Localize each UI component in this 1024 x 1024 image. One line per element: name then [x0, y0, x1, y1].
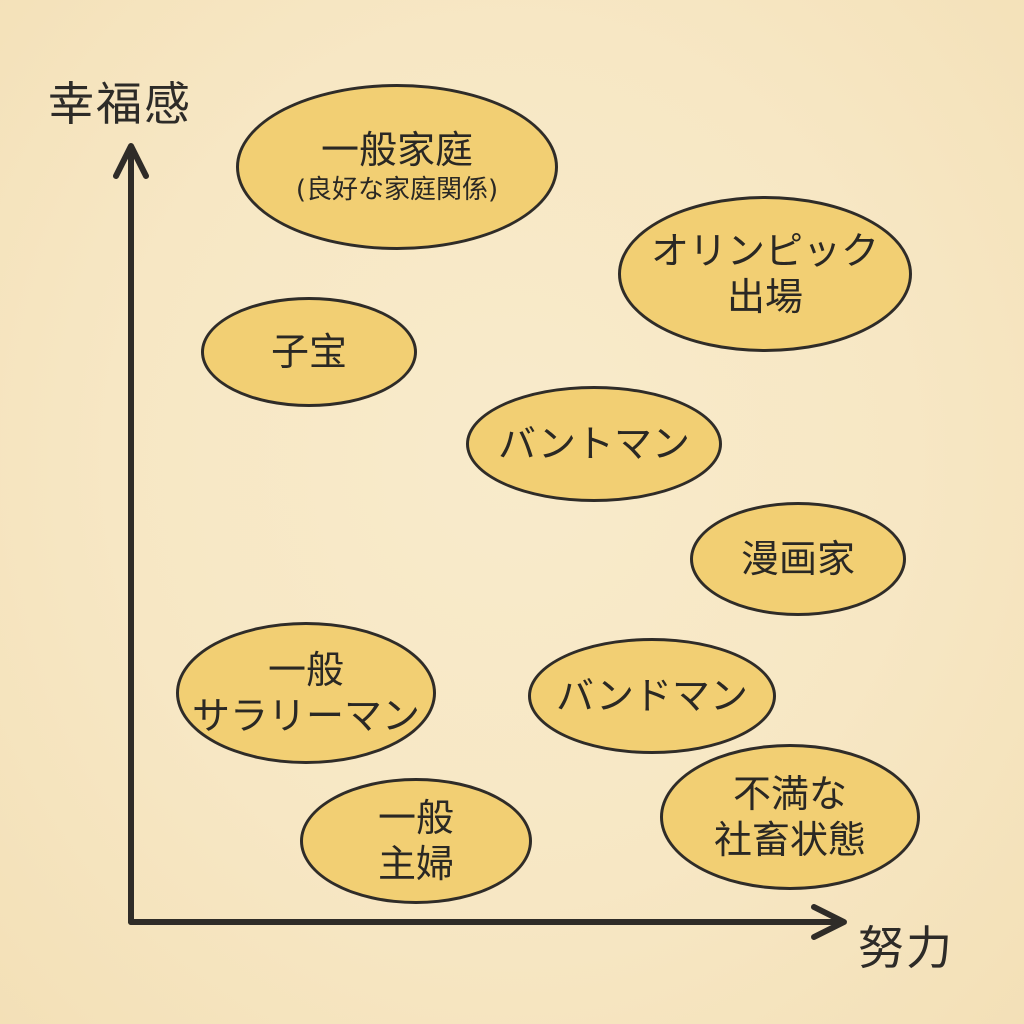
bubble-label: 不満な: [732, 772, 847, 816]
bubble-sublabel: (良好な家庭関係): [295, 175, 499, 205]
bubble-mangaka: 漫画家: [690, 502, 906, 616]
bubble-label: 一般: [267, 648, 344, 692]
bubble-shachiku: 不満な 社畜状態: [660, 744, 920, 890]
y-axis-label: 幸福感: [48, 77, 192, 131]
bubble-olympic: オリンピック 出場: [618, 196, 912, 352]
bubble-label: 主婦: [377, 842, 454, 886]
bubble-label: オリンピック: [650, 229, 879, 273]
bubble-salaryman: 一般 サラリーマン: [176, 622, 436, 764]
y-axis-arrowhead: [113, 143, 149, 179]
x-axis-arrowhead: [811, 904, 847, 940]
bubble-label: 子宝: [270, 330, 347, 374]
bubble-label: 社畜状態: [713, 818, 866, 862]
bubble-label: 一般家庭: [320, 128, 473, 172]
bubble-ippan-katei: 一般家庭 (良好な家庭関係): [236, 84, 558, 250]
bubble-label: 一般: [377, 796, 454, 840]
bubble-shufu: 一般 主婦: [300, 778, 532, 904]
bubble-label: 漫画家: [740, 537, 855, 581]
bubble-label: バンドマン: [556, 674, 748, 718]
bubble-kodakara: 子宝: [201, 297, 417, 407]
bubble-label: サラリーマン: [191, 694, 420, 738]
bubble-label: バントマン: [498, 422, 690, 466]
bubble-buntman: バントマン: [466, 386, 722, 502]
bubble-label: 出場: [726, 275, 803, 319]
x-axis-label: 努力: [858, 921, 954, 975]
bubble-bandman: バンドマン: [528, 638, 776, 754]
